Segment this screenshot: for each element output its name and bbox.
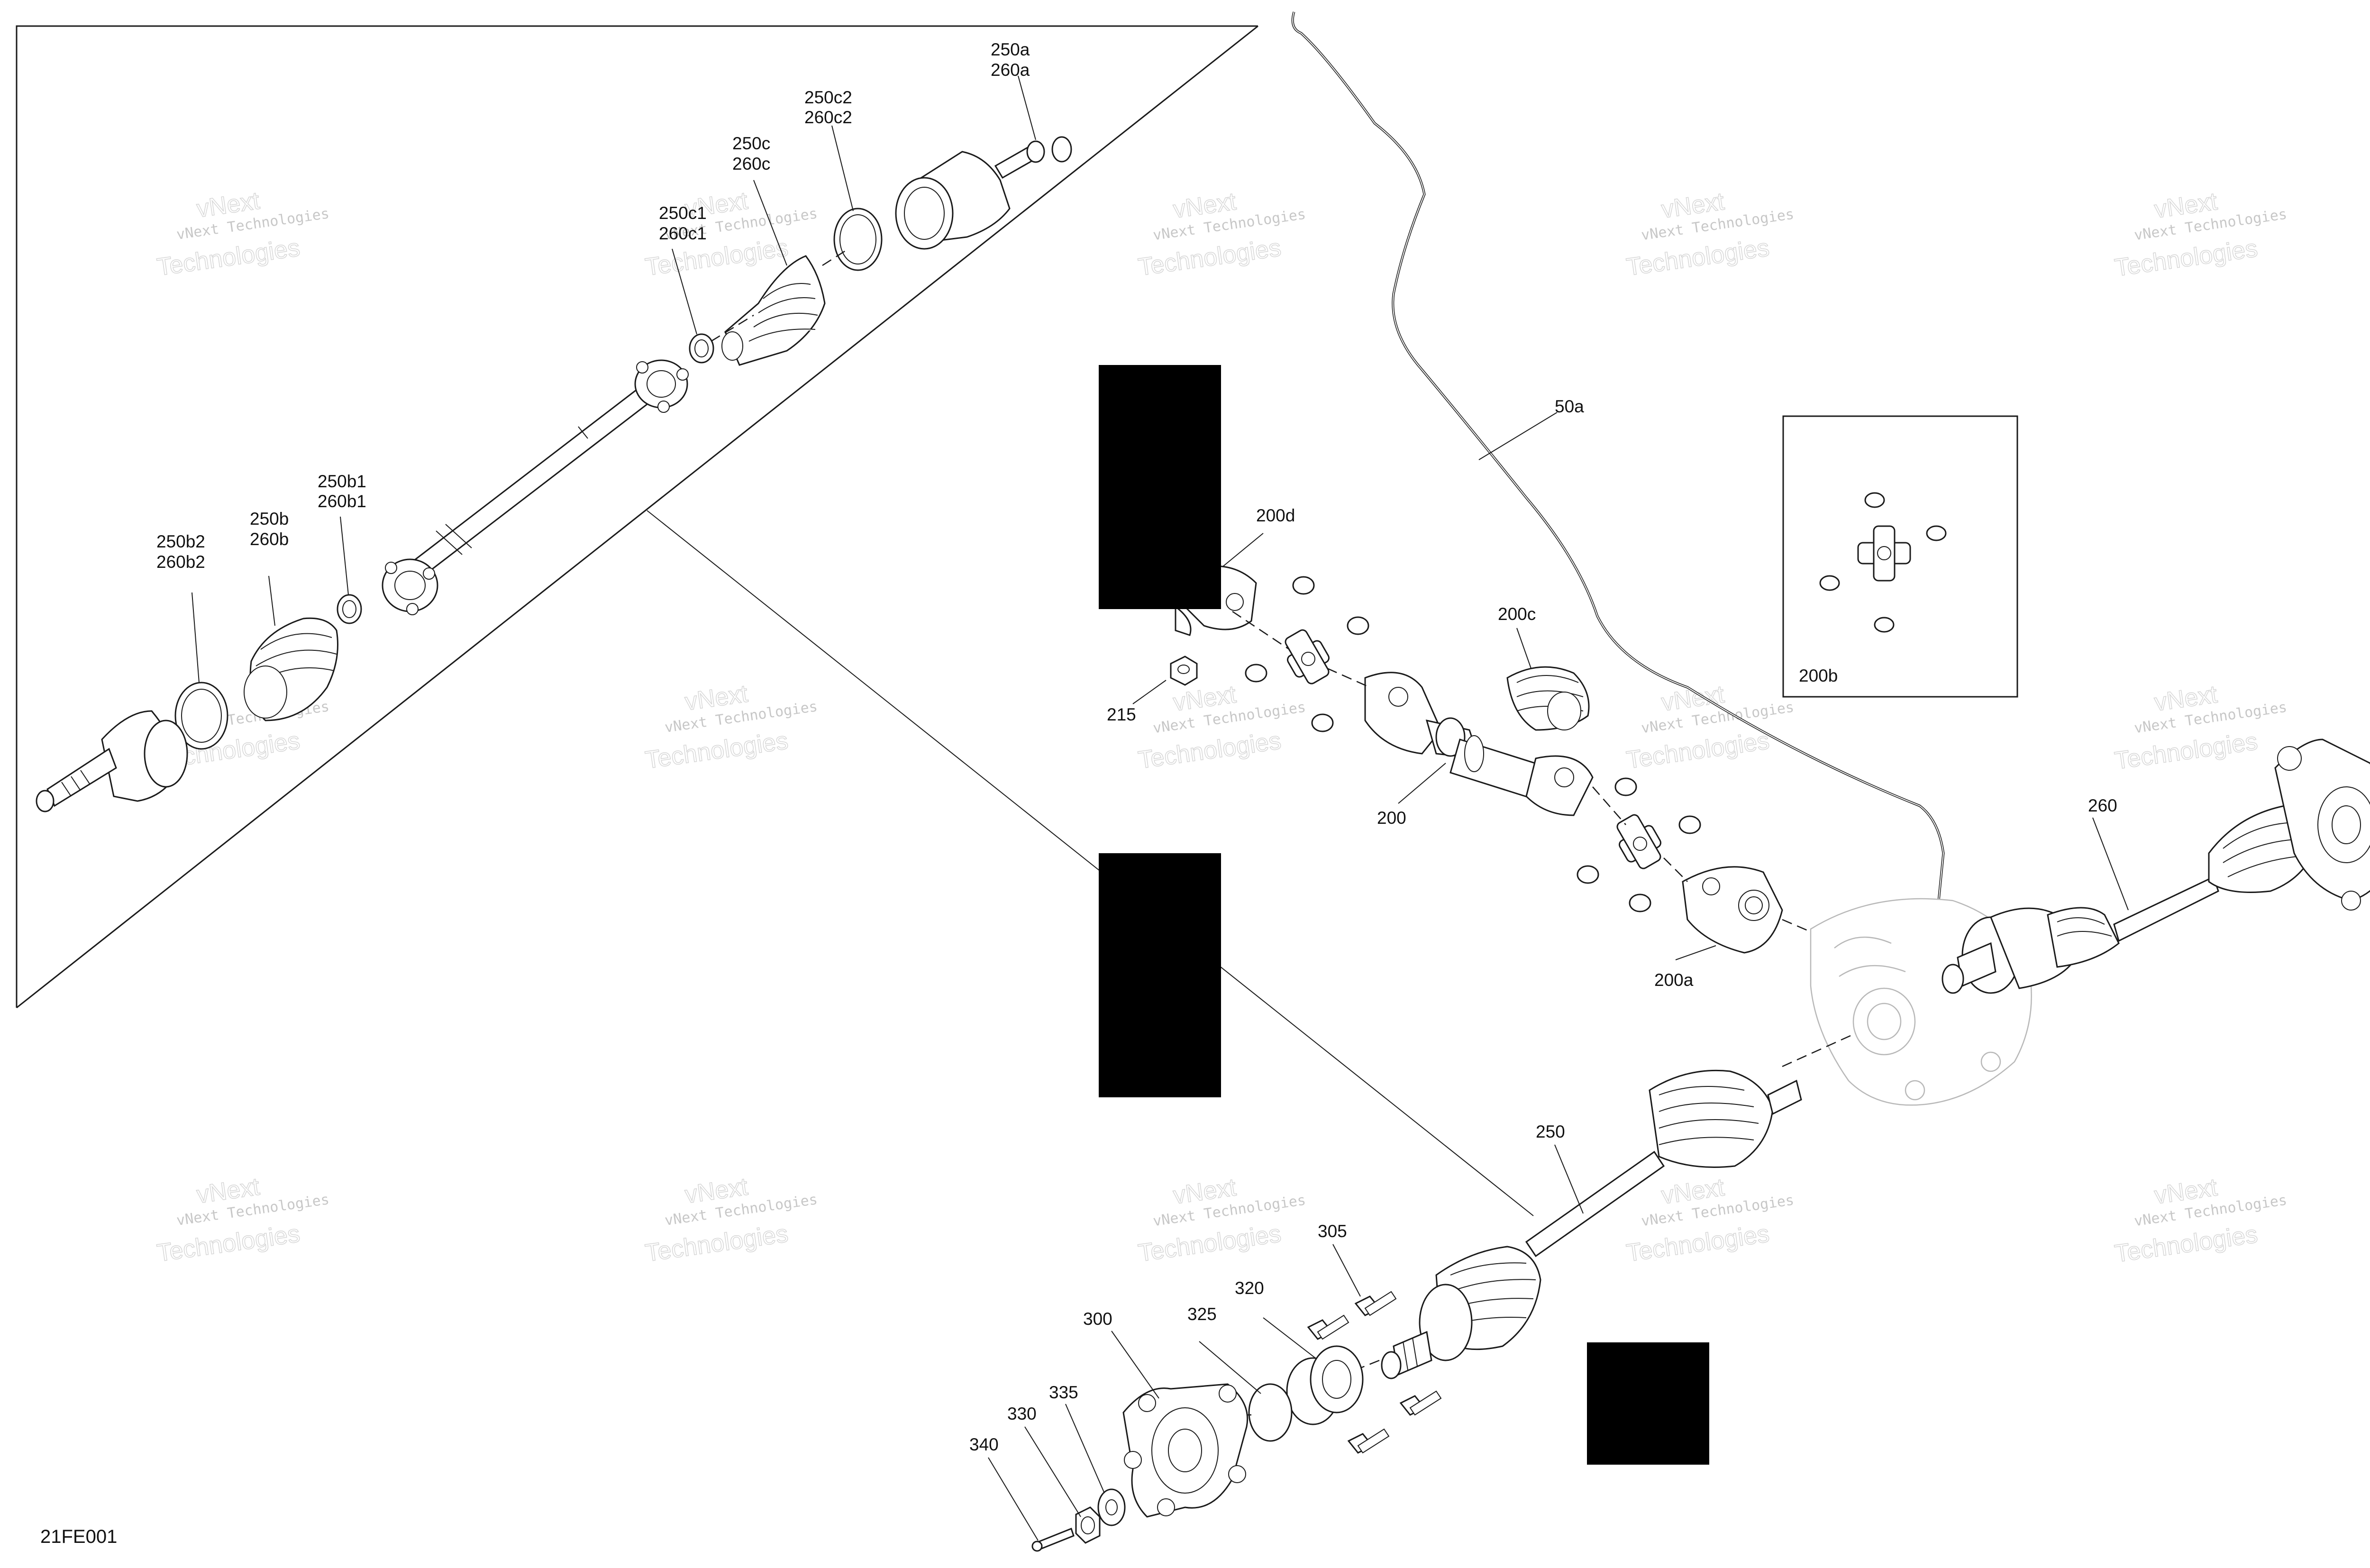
- redaction-block: [1099, 365, 1221, 609]
- shaft-tube-200: [1449, 735, 1594, 816]
- inner-clamp-ring: [833, 208, 883, 271]
- callout-200c: 200c: [1498, 604, 1536, 624]
- callout-260b2: 260b2: [156, 552, 205, 572]
- outer-tripod: [382, 558, 438, 615]
- callout-250b1: 250b1: [318, 472, 366, 491]
- callout-250b2: 250b2: [156, 532, 205, 551]
- outer-clamp-ring: [174, 682, 228, 750]
- callout-260b: 260b: [250, 529, 289, 549]
- clamp-250c1: [689, 333, 714, 364]
- callout-305: 305: [1318, 1222, 1347, 1241]
- shaft-bar: [1525, 1150, 1665, 1258]
- callout-260b1: 260b1: [318, 492, 366, 511]
- callout-250c1: 250c1: [659, 203, 707, 223]
- callout-260a: 260a: [991, 60, 1030, 80]
- outer-boot: [244, 617, 338, 721]
- callout-250c2: 250c2: [804, 88, 852, 107]
- half-shaft-260: [1942, 738, 2370, 994]
- callout-250b: 250b: [250, 509, 289, 529]
- slip-yoke-200: [1364, 672, 1480, 759]
- circlip-icon: [1577, 865, 1599, 884]
- callout-50a: 50a: [1555, 397, 1584, 416]
- callout-325: 325: [1187, 1304, 1217, 1324]
- half-shaft-250: [1355, 1069, 1802, 1379]
- inner-boot: [721, 255, 826, 366]
- detail-inset-frame: [16, 25, 1534, 1216]
- yoke-200a: [1682, 866, 1783, 954]
- washer-335: [1097, 1488, 1126, 1526]
- bolt-icon: [1399, 1390, 1442, 1416]
- callout-340: 340: [969, 1435, 999, 1454]
- hub-300: [1122, 1383, 1249, 1518]
- inner-cv-housing: [895, 140, 1045, 250]
- callout-200a: 200a: [1654, 970, 1694, 990]
- line-50a: [1291, 11, 1945, 930]
- circlip-icon: [1864, 492, 1885, 508]
- callout-260c1: 260c1: [659, 224, 707, 243]
- callout-labels: 250a 260a 250c2 260c2 250c 260c 250c1 26…: [156, 40, 2117, 1454]
- callout-260c: 260c: [732, 154, 770, 173]
- shaft-bar: [411, 373, 669, 577]
- watermark-layer: Technologies vNext Technologies vNext Te…: [155, 187, 2288, 1268]
- circlip-icon: [1614, 777, 1637, 796]
- inner-tripod: [634, 359, 689, 413]
- detail-box-200b: [1782, 415, 2018, 698]
- shaft-bar: [2113, 875, 2219, 942]
- outer-cv-joint: [36, 710, 188, 812]
- inner-boot-260: [2047, 907, 2120, 968]
- callout-260c2: 260c2: [804, 108, 852, 127]
- nut-215: [1170, 656, 1198, 686]
- callout-leaders: [191, 75, 2129, 1541]
- prop-shaft-assembly: [1170, 565, 1849, 954]
- callout-260: 260: [2088, 796, 2117, 815]
- bolt-icon: [1307, 1314, 1349, 1340]
- snap-ring-250a: [1051, 136, 1072, 163]
- cotter-pin-340: [1031, 1528, 1075, 1552]
- hub-260: [2274, 738, 2370, 911]
- circlip-icon: [1347, 616, 1369, 635]
- u-joint-cross: [1857, 525, 1911, 582]
- callout-335: 335: [1049, 1383, 1078, 1402]
- callout-200b: 200b: [1799, 666, 1838, 685]
- wheel-hub-group: [1031, 1291, 1442, 1552]
- circlip-icon: [1678, 815, 1701, 834]
- redaction-block: [1099, 853, 1221, 1097]
- callout-200d: 200d: [1256, 506, 1295, 525]
- bearing-320: [1286, 1345, 1364, 1425]
- callout-250: 250: [1536, 1122, 1565, 1141]
- figure-id: 21FE001: [40, 1526, 117, 1547]
- callout-330: 330: [1007, 1404, 1037, 1423]
- nut-330: [1075, 1506, 1101, 1544]
- cross-joint-lower: [1616, 814, 1661, 869]
- callout-300: 300: [1083, 1309, 1112, 1329]
- circlip-icon: [1819, 575, 1840, 591]
- circlip-icon: [1874, 617, 1895, 633]
- boot-200c: [1506, 666, 1590, 731]
- callout-215: 215: [1107, 705, 1136, 724]
- inner-boot-250: [1649, 1069, 1802, 1168]
- bolt-305: [1354, 1291, 1397, 1316]
- callout-320: 320: [1235, 1278, 1264, 1298]
- detail-reference-line: [647, 510, 1534, 1216]
- redaction-blocks: [1099, 365, 1709, 1465]
- circlip-icon: [1629, 893, 1651, 912]
- circlip-icon: [1926, 525, 1947, 541]
- exploded-half-shaft: [36, 136, 1072, 812]
- circlip-325: [1248, 1383, 1293, 1442]
- redaction-block: [1587, 1342, 1709, 1465]
- cross-joint-upper: [1285, 629, 1330, 684]
- circlip-icon: [1245, 664, 1267, 683]
- callout-200: 200: [1377, 808, 1406, 828]
- clamp-250b1: [337, 594, 362, 624]
- callout-250a: 250a: [991, 40, 1030, 59]
- callout-250c: 250c: [732, 134, 770, 153]
- outer-cv-250: [1381, 1284, 1473, 1379]
- bolt-icon: [1347, 1428, 1390, 1454]
- circlip-icon: [1311, 713, 1334, 732]
- circlip-icon: [1292, 576, 1315, 595]
